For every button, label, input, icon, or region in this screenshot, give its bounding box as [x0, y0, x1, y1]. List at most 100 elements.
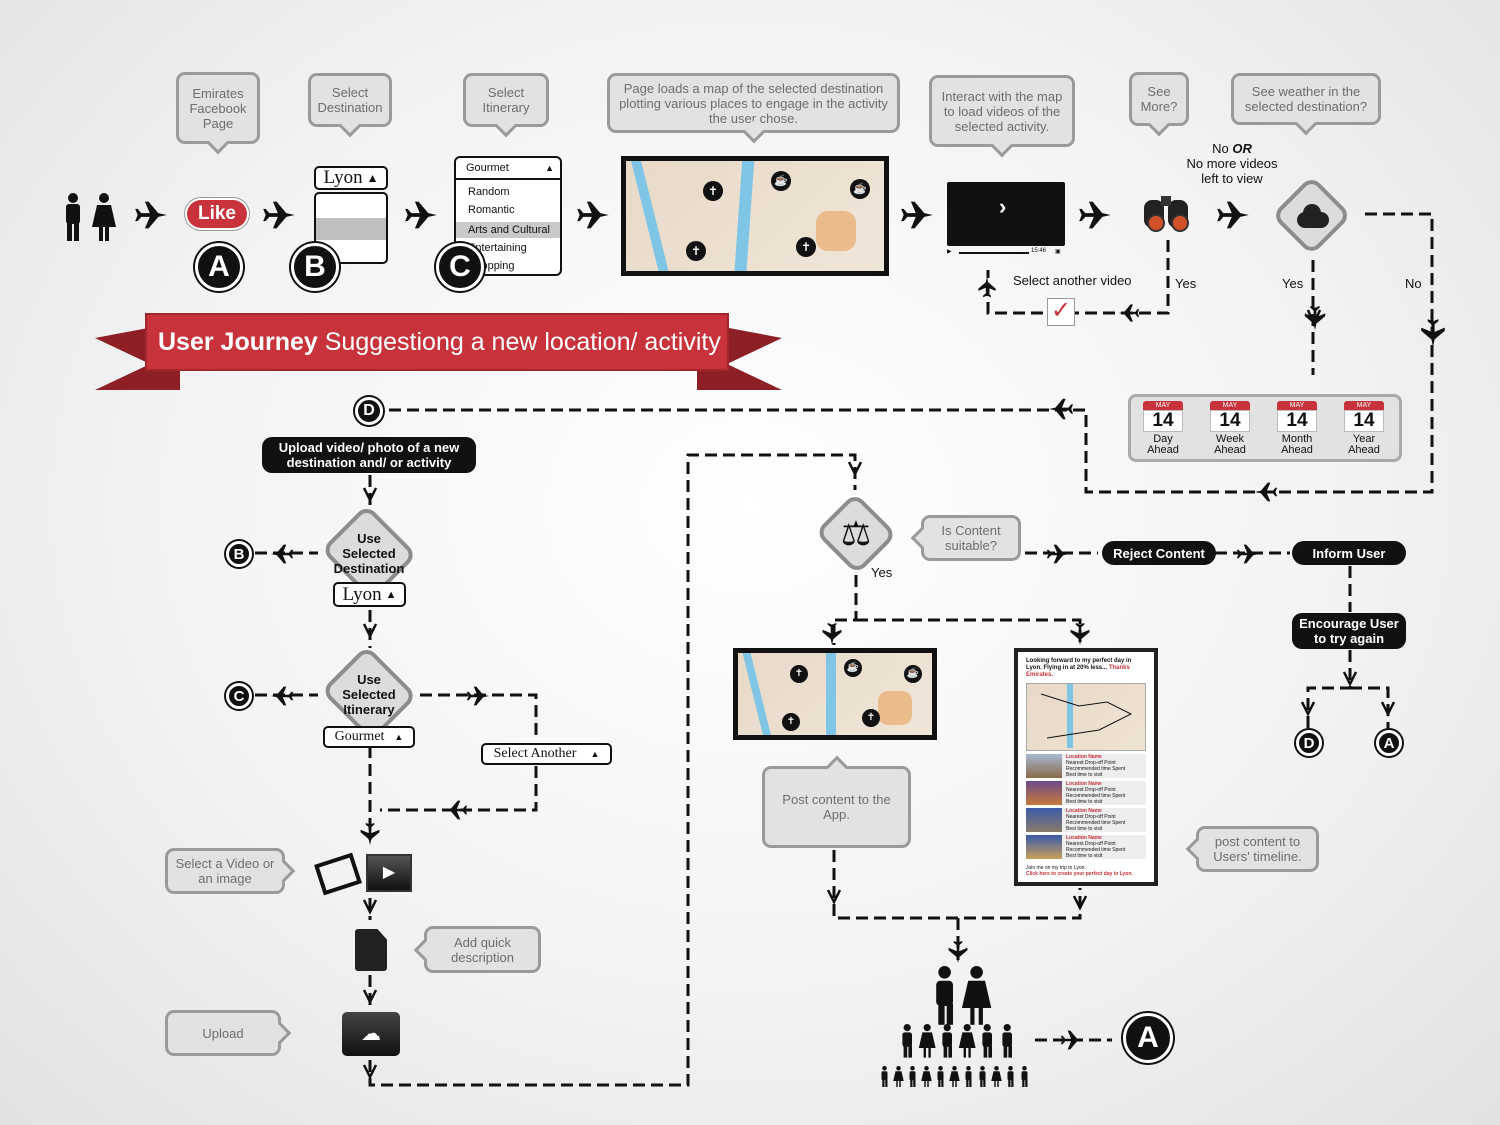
document-icon[interactable] — [355, 929, 387, 971]
no-more-videos-text: No OR No more videos left to view — [1186, 141, 1278, 186]
river — [826, 653, 836, 735]
answer-yes-video: Yes — [1175, 276, 1197, 291]
bubble-quick-description: Add quick description — [413, 926, 541, 973]
video-time: 15:46 — [1031, 248, 1047, 254]
chevron-up-icon: ▲ — [394, 732, 404, 742]
river — [631, 161, 671, 271]
bubble-map-load: Page loads a map of the selected destina… — [607, 73, 900, 144]
play-small-icon[interactable]: ▶ — [947, 249, 952, 255]
restaurant-icon[interactable]: ✝ — [782, 713, 800, 731]
destination-dropdown[interactable]: Lyon ▲ — [314, 166, 388, 190]
restaurant-icon[interactable]: ✝ — [796, 237, 816, 257]
city-map-app[interactable]: ✝ ☕ ☕ ✝ ✝ — [733, 648, 937, 740]
cafe-icon[interactable]: ☕ — [904, 665, 922, 683]
itinerary-selected[interactable]: Gourmet ▲ — [456, 158, 560, 180]
itinerary-option[interactable]: Romantic — [468, 204, 515, 216]
restaurant-icon[interactable]: ✝ — [686, 241, 706, 261]
destination-dropdown-2[interactable]: Lyon ▲ — [333, 582, 406, 607]
bubble-select-video: Select a Video or an image — [165, 848, 296, 894]
marker-b-top: B — [291, 243, 339, 291]
bubble-select-itinerary: Select Itinerary — [463, 73, 549, 138]
itinerary-option[interactable]: Arts and Cultural — [456, 222, 560, 238]
use-destination-decision[interactable]: Use Selected Destination — [316, 504, 422, 602]
marker-a-top: A — [195, 243, 243, 291]
upload-step: Upload video/ photo of a new destination… — [262, 437, 476, 473]
answer-yes-weather: Yes — [1282, 276, 1304, 291]
cloud-icon — [1293, 204, 1331, 228]
city-map-top[interactable]: ✝ ☕ ☕ ✝ ✝ — [621, 156, 889, 276]
post-thanks: Thanks Emirates. — [1026, 665, 1130, 678]
couple-icon — [66, 193, 116, 241]
moderation-decision[interactable]: ⚖ — [812, 492, 900, 576]
fullscreen-icon[interactable]: ▣ — [1055, 249, 1061, 255]
bubble-see-more: See More? — [1129, 72, 1189, 137]
itinerary-option[interactable]: Entertaining — [468, 242, 527, 254]
bubble-post-timeline: post content to Users' timeline. — [1185, 826, 1319, 872]
restaurant-icon[interactable]: ✝ — [790, 665, 808, 683]
marker-d-left: D — [355, 397, 383, 425]
marker-a-right: A — [1376, 730, 1402, 756]
scales-icon: ⚖ — [840, 515, 872, 553]
reject-content-step: Reject Content — [1102, 541, 1216, 565]
cafe-icon[interactable]: ☕ — [844, 659, 862, 677]
binoculars-icon[interactable] — [1142, 192, 1190, 232]
post-intro: Looking forward to my perfect day in Lyo… — [1026, 658, 1132, 671]
bubble-select-destination: Select Destination — [308, 73, 392, 138]
marker-a-bottom: A — [1123, 1013, 1173, 1063]
post-footer: Join me on my trip to Lyon. — [1026, 865, 1086, 871]
cafe-icon[interactable]: ☕ — [771, 171, 791, 191]
answer-yes-moderation: Yes — [871, 565, 893, 580]
select-another-video-label: Select another video — [1013, 273, 1132, 288]
bubble-post-app: Post content to the App. — [762, 755, 911, 848]
restaurant-icon[interactable]: ✝ — [862, 709, 880, 727]
marker-b-left: B — [226, 541, 252, 567]
marker-c-left: C — [226, 683, 252, 709]
river — [733, 161, 755, 271]
bubble-interact: Interact with the map to load videos of … — [929, 75, 1075, 158]
marker-d-right: D — [1296, 730, 1322, 756]
like-button[interactable]: Like — [187, 200, 247, 228]
river — [742, 653, 774, 735]
video-controls[interactable]: ▶ 15:46 ▣ — [947, 248, 1065, 258]
itinerary-option[interactable]: Random — [468, 186, 510, 198]
bubble-upload: Upload — [165, 1010, 292, 1056]
post-map — [1026, 683, 1146, 751]
bubble-see-weather: See weather in the selected destination? — [1231, 73, 1381, 136]
video-player[interactable]: › — [947, 182, 1065, 246]
post-create-link[interactable]: Click here to create your perfect day in… — [1026, 871, 1133, 877]
gourmet-dropdown[interactable]: Gourmet ▲ — [323, 726, 415, 748]
bubble-facebook: Emirates Facebook Page — [176, 72, 260, 155]
banner-title-bold: User Journey — [158, 328, 318, 356]
marker-c-top: C — [436, 243, 484, 291]
progress-track[interactable] — [959, 252, 1029, 254]
banner-title: User Journey Suggestiong a new location/… — [158, 326, 728, 358]
upload-folder-icon[interactable]: ☁ — [342, 1012, 400, 1056]
select-another-dropdown[interactable]: Select Another ▲ — [481, 743, 612, 765]
crowd-icon — [881, 966, 1028, 1087]
cafe-icon[interactable]: ☕ — [850, 179, 870, 199]
chevron-up-icon: ▲ — [545, 163, 554, 173]
answer-no-weather: No — [1405, 276, 1422, 291]
banner-title-rest: Suggestiong a new location/ activity — [324, 328, 721, 356]
timeline-post[interactable]: Looking forward to my perfect day in Lyo… — [1014, 648, 1158, 886]
restaurant-icon[interactable]: ✝ — [703, 181, 723, 201]
inform-user-step: Inform User — [1292, 541, 1406, 565]
media-icon[interactable]: ▶ — [314, 852, 412, 896]
encourage-user-step: Encourage User to try again — [1292, 613, 1406, 649]
checkbox-checked[interactable]: ✓ — [1047, 298, 1075, 326]
weather-decision[interactable] — [1270, 174, 1354, 258]
use-itinerary-decision[interactable]: Use Selected Itinerary — [316, 645, 422, 743]
play-icon[interactable]: › — [999, 194, 1007, 219]
bubble-content-suitable: Is Content suitable? — [910, 515, 1021, 561]
chevron-up-icon: ▲ — [590, 749, 600, 759]
chevron-up-icon: ▲ — [385, 588, 397, 601]
chevron-up-icon: ▲ — [366, 170, 379, 185]
